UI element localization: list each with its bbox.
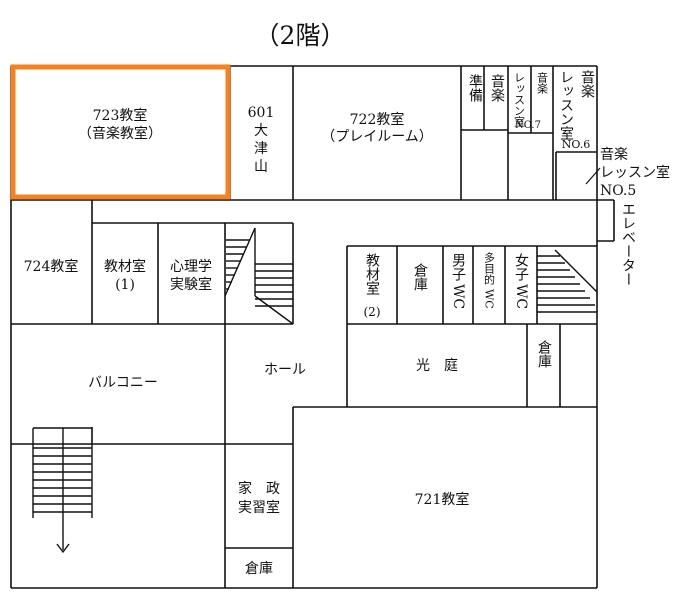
staircase-1	[224, 227, 294, 325]
room-601-number: 601	[248, 105, 275, 121]
junbi-label: 準備	[467, 74, 483, 102]
kyozai2-label: 教材室	[364, 253, 380, 295]
lesson7-label: 音楽	[536, 71, 549, 95]
lesson6-number: NO.6	[562, 138, 591, 151]
lesson6-label: 音楽	[579, 69, 595, 98]
hall-label: ホール	[264, 362, 306, 378]
lesson7-number: NO.7	[515, 120, 541, 131]
floor-title: （2階）	[255, 21, 346, 50]
womens-wc-sublabel: WC	[513, 284, 529, 309]
multipurpose-wc-label: 多目的	[483, 251, 496, 286]
elevator-label: エレベーター	[620, 202, 636, 286]
room-601-char2: 津	[254, 141, 268, 157]
room-601-char1: 大	[254, 123, 268, 139]
mens-wc-sublabel: WC	[450, 284, 466, 309]
kotei-label: 光 庭	[416, 357, 458, 374]
kyozai1-sublabel: (1)	[115, 277, 135, 293]
staircase-3	[32, 427, 93, 554]
lesson5-number: NO.5	[600, 183, 636, 199]
kasei-sublabel: 実習室	[238, 499, 280, 516]
lesson6-sublabel: レッスン室	[558, 70, 574, 140]
lesson5-label: 音楽	[600, 146, 628, 163]
room-723-label: 723教室	[93, 107, 148, 124]
lesson5-sublabel: レッスン室	[600, 164, 670, 181]
kasei-label: 家 政	[238, 480, 280, 497]
walls	[10, 65, 615, 589]
shinri-label: 心理学	[170, 259, 212, 275]
lesson5-pointer	[585, 167, 601, 185]
room-601-char3: 山	[254, 159, 268, 175]
shinri-sublabel: 実験室	[170, 276, 212, 293]
kyozai2-number: (2)	[364, 305, 381, 319]
room-722-sublabel: （プレイルーム）	[321, 129, 433, 145]
room-724-label: 724教室	[24, 258, 79, 275]
multipurpose-wc-sublabel: WC	[483, 289, 496, 309]
room-722-label: 722教室	[350, 111, 405, 128]
storage-3-label: 倉庫	[245, 560, 273, 577]
balcony-label: バルコニー	[88, 375, 158, 391]
room-723-sublabel: （音楽教室）	[78, 125, 162, 142]
junbi-ongaku-label: 音楽	[489, 73, 505, 102]
storage-1-label: 倉庫	[412, 263, 428, 291]
highlight-room-723	[10, 64, 231, 200]
storage-2-label: 倉庫	[536, 340, 552, 368]
mens-wc-label: 男子	[450, 253, 466, 281]
room-721-label: 721教室	[415, 491, 470, 508]
womens-wc-label: 女子	[513, 252, 529, 281]
lesson7-sublabel: レッスン室	[513, 72, 526, 127]
staircase-2	[537, 249, 598, 313]
kyozai1-label: 教材室	[104, 258, 146, 275]
